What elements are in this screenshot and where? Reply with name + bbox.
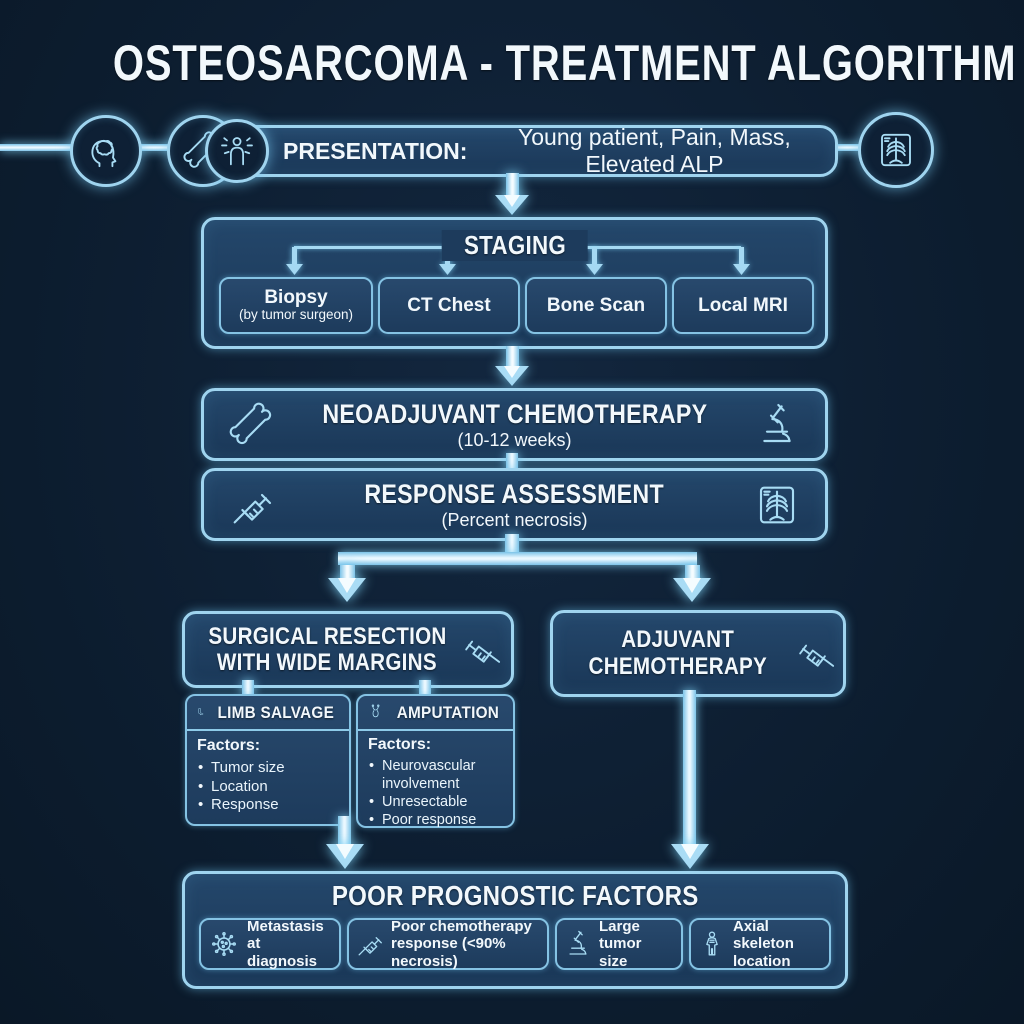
syringe-icon: [792, 629, 839, 676]
connector-surgical-limb: [242, 680, 254, 696]
arrow-to-surgical: [328, 565, 366, 602]
patient-icon: [205, 119, 269, 183]
amputation-title: AMPUTATION: [396, 703, 500, 722]
factor-item: Location: [197, 778, 339, 797]
staging-item-label: Bone Scan: [546, 294, 646, 316]
staging-item-label: Local MRI: [698, 294, 788, 316]
poor-prognostic-title: POOR PROGNOSTIC FACTORS: [331, 880, 699, 911]
staging-drop-arrow: [586, 247, 603, 275]
ppf-item-axial-skeleton: Axial skeleton location: [689, 918, 831, 970]
page-title: OSTEOSARCOMA - TREATMENT ALGORITHM: [112, 35, 1017, 91]
connector-adjuvant-to-ppf: [683, 690, 696, 846]
body-icon: [697, 929, 727, 959]
adjuvant-chemotherapy-box: ADJUVANT CHEMOTHERAPY: [550, 610, 846, 697]
ppf-item-poor-chemo-response: Poor chemotherapy response (<90% necrosi…: [347, 918, 549, 970]
ppf-item-line1: Large tumor: [599, 918, 642, 953]
microscope-icon: [753, 401, 801, 449]
poor-prognostic-box: POOR PROGNOSTIC FACTORS Metastasis at di…: [182, 871, 848, 989]
adjuvant-title-line2: CHEMOTHERAPY: [588, 652, 768, 680]
syringe-icon: [355, 929, 385, 959]
factor-item: Response: [197, 796, 339, 815]
surgical-title-line1: SURGICAL RESECTION: [207, 622, 447, 650]
ppf-item-metastasis: Metastasis at diagnosis: [199, 918, 341, 970]
ppf-item-large-tumor: Large tumor size: [555, 918, 683, 970]
leg-icon: [195, 701, 205, 725]
staging-box: STAGING Biopsy (by tumor surgeon) CT Che…: [201, 217, 828, 349]
ppf-item-line2: response (<90% necrosis): [391, 935, 506, 970]
staging-item-bone-scan: Bone Scan: [525, 277, 667, 334]
presentation-text: Young patient, Pain, Mass, Elevated ALP: [518, 124, 791, 177]
limb-salvage-title: LIMB SALVAGE: [217, 703, 335, 722]
syringe-icon: [458, 625, 505, 672]
arrow-left-into-ppf: [326, 844, 364, 869]
bone-icon: [228, 401, 276, 449]
metastasis-icon: [207, 927, 241, 961]
connector-surgical-amputation: [419, 680, 431, 696]
connector-limb-to-ppf: [338, 816, 351, 846]
staging-drop-arrow: [286, 247, 303, 275]
ppf-item-line1: Metastasis: [247, 918, 324, 936]
arrow-presentation-to-staging: [495, 173, 529, 215]
staging-item-label: CT Chest: [407, 294, 491, 316]
ppf-item-line2: location: [733, 952, 791, 970]
limb-salvage-box: LIMB SALVAGE Factors: Tumor size Locatio…: [185, 694, 351, 826]
response-title: RESPONSE ASSESSMENT: [364, 479, 665, 510]
neoadjuvant-box: NEOADJUVANT CHEMOTHERAPY (10-12 weeks): [201, 388, 828, 461]
staging-item-label: Biopsy: [264, 286, 328, 308]
response-assessment-box: RESPONSE ASSESSMENT (Percent necrosis): [201, 468, 828, 541]
amputation-box: AMPUTATION Factors: Neurovascular involv…: [356, 694, 515, 830]
staging-item-local-mri: Local MRI: [672, 277, 814, 334]
neoadjuvant-subtitle: (10-12 weeks): [457, 429, 572, 450]
neoadjuvant-title: NEOADJUVANT CHEMOTHERAPY: [321, 399, 708, 430]
adjuvant-title-line1: ADJUVANT: [621, 626, 735, 654]
factor-item: Unresectable: [368, 794, 503, 812]
arrow-staging-to-neoadjuvant: [495, 346, 529, 386]
split-crossbar: [338, 552, 697, 565]
staging-item-ct-chest: CT Chest: [378, 277, 520, 334]
presentation-box: PRESENTATION: Young patient, Pain, Mass,…: [236, 124, 838, 177]
surgical-title-line2: WITH WIDE MARGINS: [217, 648, 437, 676]
amputation-tool-icon: [366, 701, 385, 725]
chest-xray-icon: [858, 112, 934, 188]
ppf-item-line1: Axial skeleton: [733, 918, 794, 953]
presentation-label: PRESENTATION:: [283, 137, 468, 164]
ribcage-xray-icon: [753, 481, 801, 529]
connector-neoadjuvant-response: [506, 453, 518, 470]
factors-label: Factors:: [197, 737, 261, 754]
factor-item: Poor response: [368, 812, 503, 830]
ppf-item-line2: at diagnosis: [247, 935, 318, 970]
ppf-item-line2: size: [599, 952, 628, 970]
staging-title: STAGING: [441, 230, 588, 261]
staging-item-biopsy: Biopsy (by tumor surgeon): [219, 277, 373, 334]
arrow-to-adjuvant: [673, 565, 711, 602]
ppf-item-line1: Poor chemotherapy: [391, 918, 532, 936]
factor-item: Neurovascular involvement: [368, 758, 503, 794]
factors-label: Factors:: [368, 736, 432, 753]
microscope-icon: [563, 929, 593, 959]
brain-icon: [70, 115, 142, 187]
syringe-icon: [228, 481, 276, 529]
arrow-right-into-ppf: [671, 844, 709, 869]
surgical-resection-box: SURGICAL RESECTION WITH WIDE MARGINS: [182, 611, 514, 688]
response-subtitle: (Percent necrosis): [441, 509, 588, 530]
staging-item-sublabel: (by tumor surgeon): [238, 307, 354, 323]
staging-drop-arrow: [733, 247, 750, 275]
factor-item: Tumor size: [197, 759, 339, 778]
